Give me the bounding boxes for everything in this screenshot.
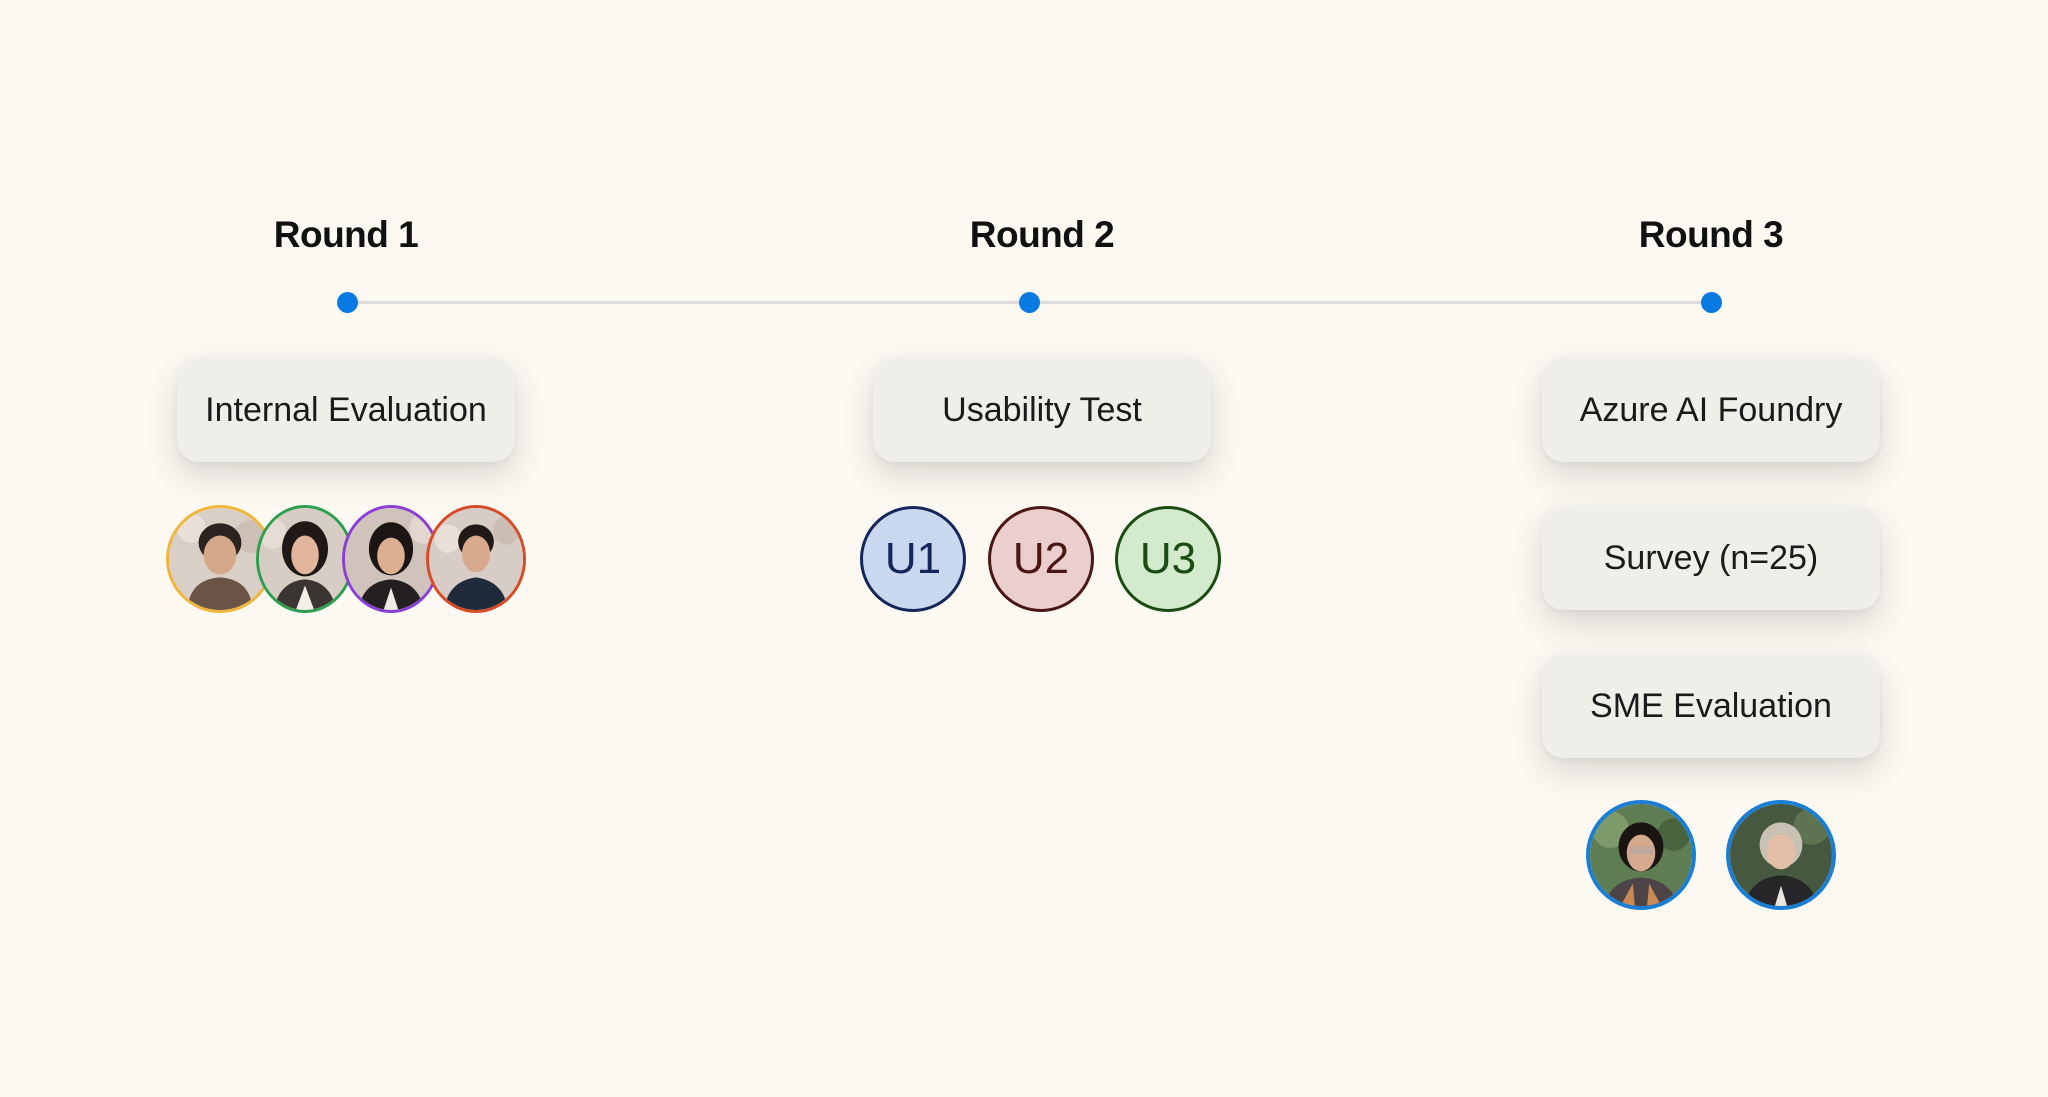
sme-1-avatar bbox=[1586, 800, 1696, 910]
team-member-2-avatar bbox=[256, 505, 354, 613]
survey-card: Survey (n=25) bbox=[1542, 506, 1880, 610]
round-2-dot bbox=[1018, 292, 1040, 313]
round-3-dot bbox=[1700, 292, 1722, 313]
person-photo-icon bbox=[429, 508, 523, 610]
team-member-1-avatar bbox=[166, 505, 274, 613]
person-photo-icon bbox=[345, 508, 437, 610]
user-badge-u2: U2 bbox=[988, 506, 1094, 612]
sme-evaluation-card: SME Evaluation bbox=[1542, 654, 1880, 758]
person-photo-icon bbox=[169, 508, 271, 610]
usability-test-card: Usability Test bbox=[873, 358, 1211, 462]
person-photo-icon bbox=[1590, 804, 1692, 906]
azure-ai-foundry-card: Azure AI Foundry bbox=[1542, 358, 1880, 462]
person-photo-icon bbox=[1730, 804, 1832, 906]
sme-2-avatar bbox=[1726, 800, 1836, 910]
user-badge-u1: U1 bbox=[860, 506, 966, 612]
round-3-title: Round 3 bbox=[1638, 214, 1784, 255]
internal-evaluation-card: Internal Evaluation bbox=[177, 358, 515, 462]
round-1-title: Round 1 bbox=[273, 214, 419, 255]
round-1-dot bbox=[336, 292, 358, 313]
person-photo-icon bbox=[259, 508, 351, 610]
team-member-4-avatar bbox=[426, 505, 526, 613]
user-badge-u3: U3 bbox=[1115, 506, 1221, 612]
round-2-title: Round 2 bbox=[969, 214, 1115, 255]
